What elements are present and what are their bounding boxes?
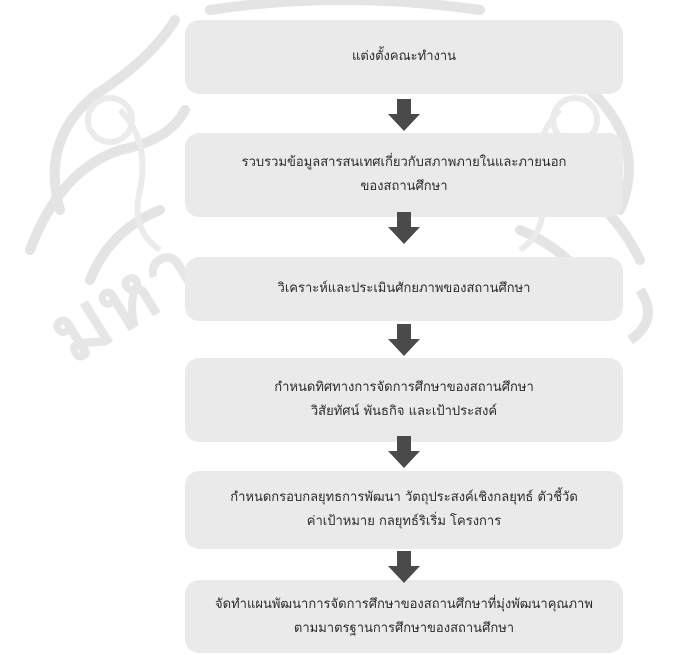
step-text-line: วิสัยทัศน์ พันธกิจ และเป้าประสงค์ xyxy=(310,404,498,419)
down-arrow-icon xyxy=(388,436,420,468)
step-text-line: ตามมาตรฐานการศึกษาของสถานศึกษา xyxy=(293,620,515,636)
down-arrow-icon xyxy=(388,324,420,356)
process-step-5: กำหนดกรอบกลยุทธการพัฒนา วัตถุประสงค์เชิง… xyxy=(185,471,623,549)
process-step-6: จัดทำแผนพัฒนาการจัดการศึกษาของสถานศึกษาท… xyxy=(185,580,623,653)
down-arrow-icon xyxy=(388,212,420,244)
step-text-line: กำหนดทิศทางการจัดการศึกษาของสถานศึกษา xyxy=(274,380,534,395)
step-text-line: รวบรวมข้อมูลสารสนเทศเกี่ยวกับสภาพภายในแล… xyxy=(241,155,567,170)
down-arrow-icon xyxy=(388,551,420,583)
down-arrow-icon xyxy=(388,99,420,131)
step-text-line: ของสถานศึกษา xyxy=(360,179,448,194)
step-text-line: จัดทำแผนพัฒนาการจัดการศึกษาของสถานศึกษาท… xyxy=(215,596,593,612)
process-step-2: รวบรวมข้อมูลสารสนเทศเกี่ยวกับสภาพภายในแล… xyxy=(185,133,623,217)
process-step-3: วิเคราะห์และประเมินศักยภาพของสถานศึกษา xyxy=(185,257,623,321)
process-step-1: แต่งตั้งคณะทำงาน xyxy=(185,20,623,94)
step-text-line: แต่งตั้งคณะทำงาน xyxy=(351,49,457,64)
step-text-line: กำหนดกรอบกลยุทธการพัฒนา วัตถุประสงค์เชิง… xyxy=(230,490,578,505)
step-text-line: วิเคราะห์และประเมินศักยภาพของสถานศึกษา xyxy=(277,281,531,296)
process-step-4: กำหนดทิศทางการจัดการศึกษาของสถานศึกษาวิส… xyxy=(185,358,623,442)
step-text-line: ค่าเป้าหมาย กลยุทธ์ริเริ่ม โครงการ xyxy=(306,514,502,529)
